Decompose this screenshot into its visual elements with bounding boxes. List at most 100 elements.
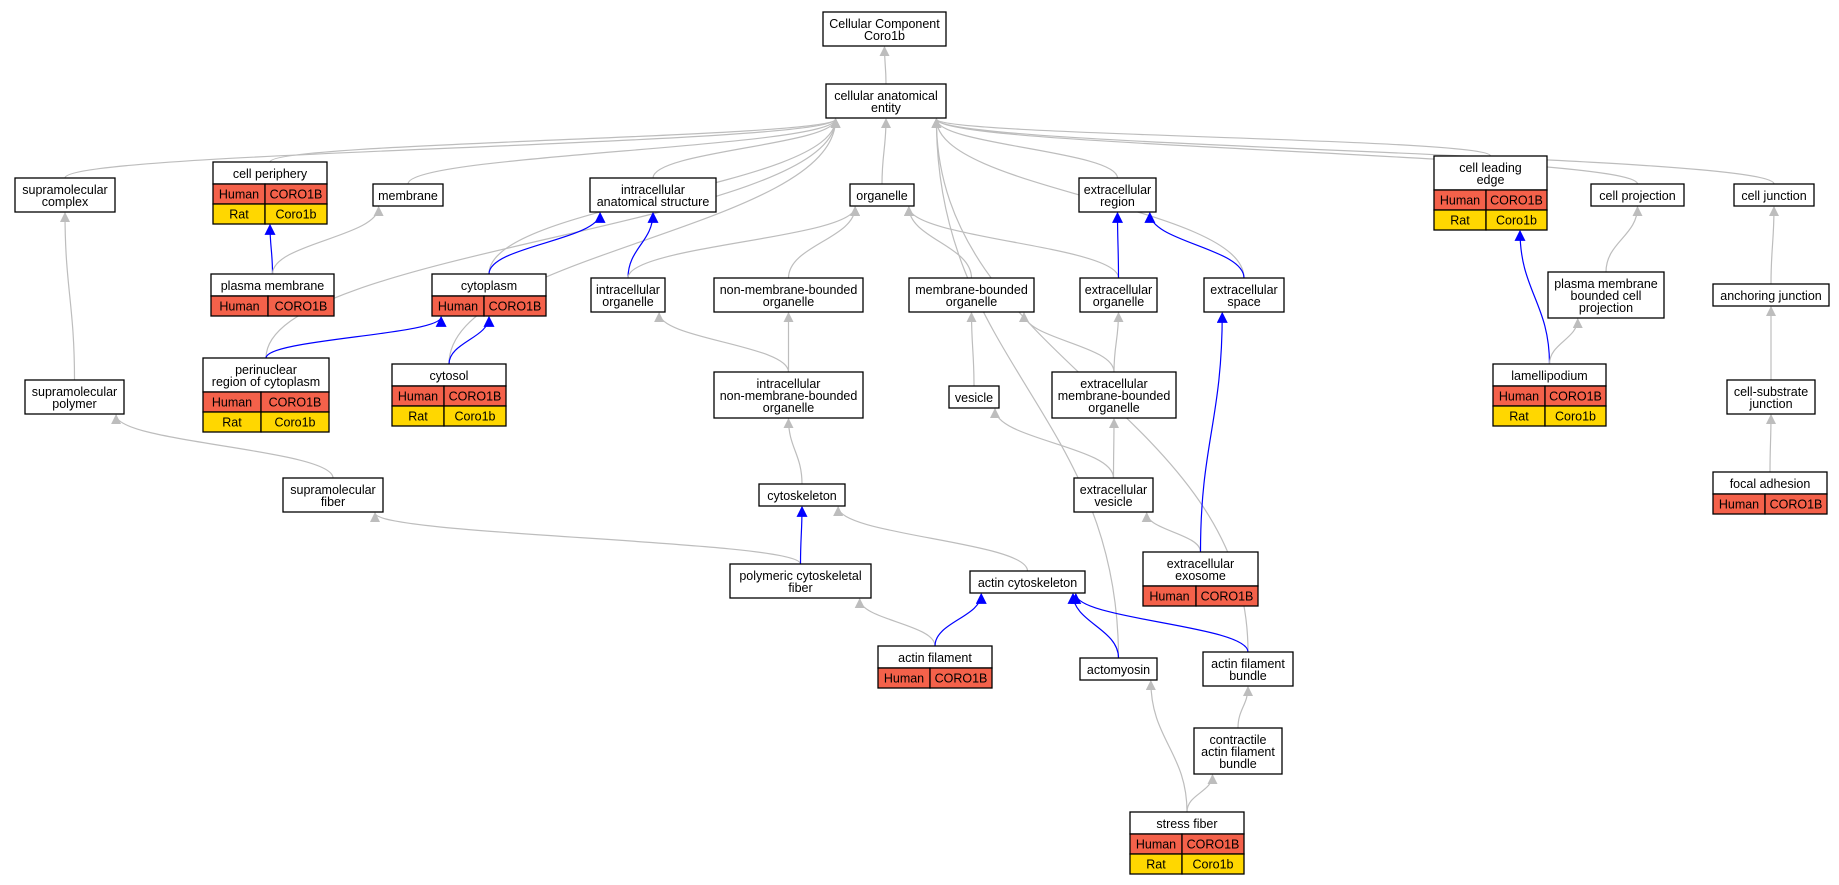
- gene-label: CORO1B: [449, 390, 502, 404]
- node-title-box: [24, 379, 125, 415]
- node-label: organelle: [602, 295, 653, 309]
- edge-cellular-anatomical-entity-to-cellular-component: [879, 46, 890, 85]
- node-label: fiber: [788, 581, 812, 595]
- edge-extracellular-vesicle-to-vesicle: [990, 408, 1115, 479]
- node-label: bundle: [1229, 669, 1267, 683]
- node-title-box: [1547, 271, 1665, 319]
- node-label: cell periphery: [233, 167, 308, 181]
- node-title-box: [1733, 183, 1815, 207]
- node-title-box: [589, 177, 717, 213]
- node-label: extracellular: [1167, 557, 1234, 571]
- gene-label: Coro1b: [276, 208, 317, 222]
- node-title-box: [1051, 371, 1177, 419]
- node-title-box: [1078, 177, 1157, 213]
- node-label: extracellular: [1080, 377, 1147, 391]
- node-label: extracellular: [1085, 283, 1152, 297]
- node-label: supramolecular: [32, 385, 117, 399]
- edge-actin-filament-to-actin-cytoskeleton: [934, 592, 987, 647]
- edge-plasma-membrane-to-membrane: [271, 206, 384, 275]
- edge-extracellular-exosome-to-extracellular-vesicle: [1141, 512, 1202, 553]
- node-label: exosome: [1175, 569, 1226, 583]
- gene-label: CORO1B: [1201, 590, 1254, 604]
- node-label: organelle: [1093, 295, 1144, 309]
- node-label: polymer: [52, 397, 96, 411]
- node-actomyosin: actomyosin: [1079, 657, 1158, 681]
- species-label: Human: [438, 300, 478, 314]
- node-vesicle: vesicle: [948, 385, 1000, 409]
- gene-label: CORO1B: [1187, 838, 1240, 852]
- species-label: Rat: [1450, 214, 1470, 228]
- node-title-box: [948, 385, 1000, 409]
- edge-organelle-to-cellular-anatomical-entity: [880, 118, 891, 185]
- node-label: membrane-bounded: [1058, 389, 1171, 403]
- node-label: bounded cell: [1571, 289, 1642, 303]
- edge-cytoplasm-to-intracellular-anatomical-structure: [488, 211, 606, 275]
- node-label: actin filament: [1211, 657, 1285, 671]
- node-title-box: [849, 183, 915, 207]
- node-anchoring-junction: anchoring junction: [1712, 283, 1830, 307]
- node-title-box: [1079, 277, 1158, 313]
- node-title-box: [713, 371, 864, 419]
- species-label: Rat: [408, 410, 428, 424]
- edge-cell-junction-to-cellular-anatomical-entity: [931, 118, 1775, 185]
- edge-extracellular-membrane-bounded-organelle-to-membrane-bounded-organelle: [1019, 312, 1115, 373]
- node-label: cell junction: [1741, 189, 1806, 203]
- node-label: actomyosin: [1087, 663, 1150, 677]
- gene-cell: [443, 405, 507, 427]
- gene-cell: [483, 295, 547, 317]
- edge-perinuclear-region-to-cellular-anatomical-entity: [265, 118, 841, 359]
- gene-label: CORO1B: [1549, 390, 1602, 404]
- node-label: cellular anatomical: [834, 89, 938, 103]
- node-label: organelle: [856, 189, 907, 203]
- node-label: intracellular: [596, 283, 660, 297]
- node-label: cytoskeleton: [767, 489, 837, 503]
- node-label: projection: [1579, 301, 1633, 315]
- node-label: contractile: [1210, 733, 1267, 747]
- node-title-box: [1079, 657, 1158, 681]
- node-title-box: [1590, 183, 1685, 207]
- node-label: plasma membrane: [1554, 277, 1658, 291]
- species-label: Human: [1440, 194, 1480, 208]
- node-label: anatomical structure: [597, 195, 710, 209]
- node-label: actin filament: [1201, 745, 1275, 759]
- node-title-box: [758, 483, 846, 507]
- edge-cytosol-to-cytoplasm: [448, 315, 495, 365]
- node-label: actin filament: [898, 651, 972, 665]
- edge-stress-fiber-to-contractile-actin-filament-bundle: [1186, 774, 1218, 813]
- node-title-box: [908, 277, 1035, 313]
- species-label: Human: [219, 188, 259, 202]
- node-label: complex: [42, 195, 89, 209]
- node-label: cytoplasm: [461, 279, 517, 293]
- node-title-box: [825, 83, 947, 119]
- node-label: cell leading: [1459, 161, 1522, 175]
- gene-cell: [929, 667, 993, 689]
- node-label: perinuclear: [235, 363, 297, 377]
- node-label: plasma membrane: [221, 279, 325, 293]
- edge-cell-leading-edge-to-cellular-anatomical-entity: [931, 118, 1492, 157]
- edge-non-membrane-bounded-organelle-to-organelle: [787, 206, 861, 279]
- edge-intracellular-anatomical-structure-to-cellular-anatomical-entity: [652, 118, 841, 179]
- node-actin-cytoskeleton: actin cytoskeleton: [969, 570, 1086, 594]
- gene-label: CORO1B: [489, 300, 542, 314]
- node-cell-projection: cell projection: [1590, 183, 1685, 207]
- node-title-box: [1203, 277, 1285, 313]
- node-label: non-membrane-bounded: [720, 389, 858, 403]
- gene-label: CORO1B: [935, 672, 988, 686]
- node-label: supramolecular: [22, 183, 107, 197]
- gene-cell: [1485, 209, 1548, 231]
- node-label: membrane-bounded: [915, 283, 1028, 297]
- node-label: anchoring junction: [1720, 289, 1822, 303]
